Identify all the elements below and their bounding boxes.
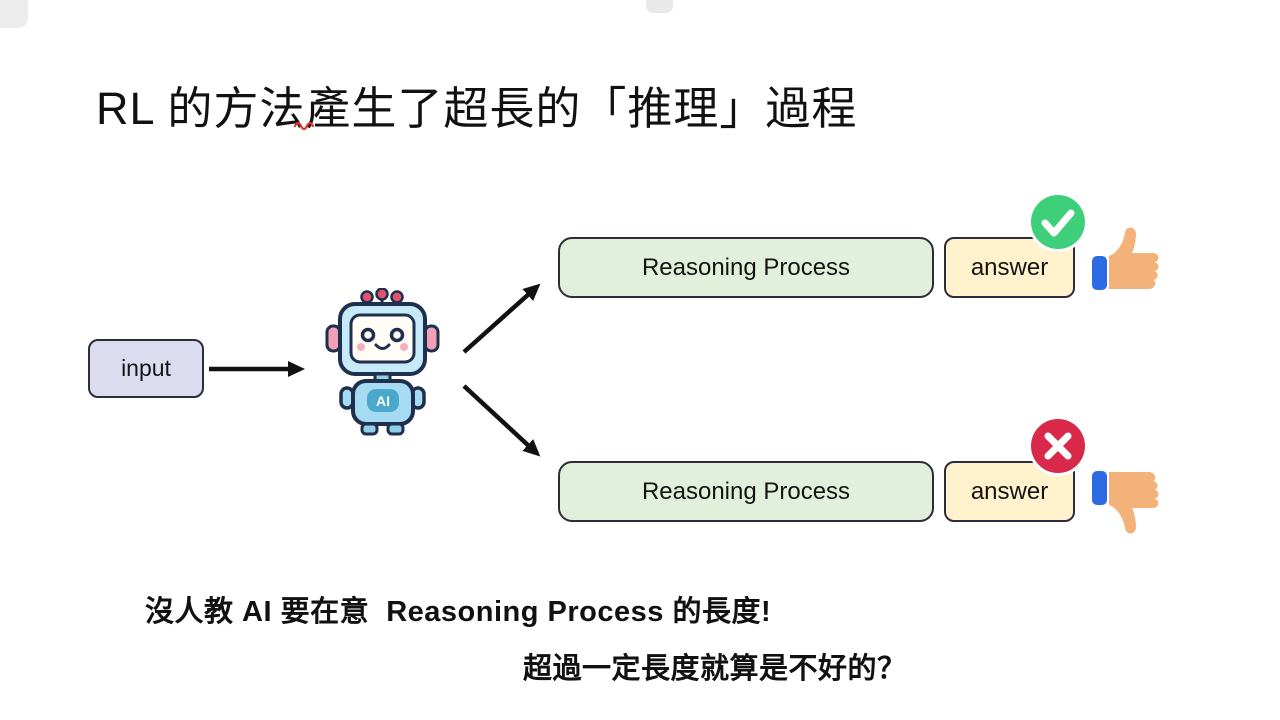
answer-label-top: answer <box>970 253 1049 281</box>
spellcheck-squiggle-icon <box>293 121 315 131</box>
caption-line-2: 超過一定長度就算是不好的？ <box>523 653 907 685</box>
thumbs-up-icon <box>1090 221 1170 303</box>
artifact-top-center <box>646 0 673 13</box>
answer-box-bottom: answer <box>944 461 1075 522</box>
input-label: input <box>121 355 171 381</box>
robot-icon: AI <box>315 287 450 445</box>
input-box: input <box>88 339 204 398</box>
caption-line-1: 沒人教 AI 要在意 Reasoning Process 的長度! <box>145 596 772 628</box>
reasoning-box-bottom: Reasoning Process <box>558 461 934 522</box>
answer-label-bottom: answer <box>970 477 1049 505</box>
reasoning-box-top: Reasoning Process <box>558 237 934 298</box>
slide-title: RL 的方法產生了超長的「推理」過程 <box>96 83 858 134</box>
thumbs-down-icon <box>1090 458 1170 540</box>
artifact-top-left <box>0 0 28 28</box>
check-icon <box>1031 195 1085 249</box>
reasoning-label-top: Reasoning Process <box>641 253 851 281</box>
arrow-robot-to-top <box>462 283 541 354</box>
robot-ai-label: AI <box>376 393 390 409</box>
reasoning-label-bottom: Reasoning Process <box>641 477 851 505</box>
arrow-robot-to-bottom <box>462 384 541 457</box>
cross-icon <box>1031 419 1085 473</box>
